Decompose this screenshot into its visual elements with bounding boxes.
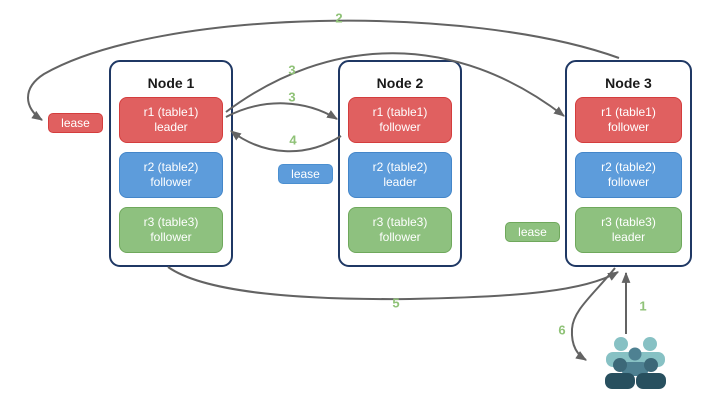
replica-name: r1 (table1) bbox=[372, 105, 428, 119]
replica-role: follower bbox=[607, 175, 650, 189]
replica-name: r1 (table1) bbox=[143, 105, 199, 119]
node-3-title: Node 3 bbox=[605, 75, 652, 91]
step-label-5: 5 bbox=[392, 295, 400, 311]
replica-name: r2 (table2) bbox=[601, 160, 656, 174]
step-label-1: 1 bbox=[639, 298, 647, 314]
replica-name: r3 (table3) bbox=[143, 215, 199, 229]
users-icon bbox=[605, 337, 666, 389]
node-3-replica-r1: r1 (table1) follower bbox=[575, 97, 682, 143]
replica-role: leader bbox=[383, 175, 417, 189]
replica-name: r1 (table1) bbox=[601, 105, 656, 119]
arrow-step-3-to-node2 bbox=[225, 102, 338, 120]
lease-label-red: lease bbox=[48, 113, 103, 133]
step-label-3a: 3 bbox=[288, 62, 296, 78]
node-1-replica-r2: r2 (table2) follower bbox=[119, 152, 223, 198]
node-1-replica-r3: r3 (table3) follower bbox=[119, 207, 223, 253]
arrow-step-5 bbox=[167, 266, 619, 301]
node-2-replica-r3: r3 (table3) follower bbox=[348, 207, 452, 253]
node-1-card: Node 1 r1 (table1) leader r2 (table2) fo… bbox=[109, 60, 233, 267]
replica-name: r3 (table3) bbox=[601, 215, 656, 229]
lease-label-green: lease bbox=[505, 222, 560, 242]
arrow-step-4 bbox=[230, 130, 342, 153]
step-label-6: 6 bbox=[558, 322, 566, 338]
step-label-2: 2 bbox=[335, 10, 343, 26]
node-2-replica-r2: r2 (table2) leader bbox=[348, 152, 452, 198]
step-label-4: 4 bbox=[289, 132, 297, 148]
replica-name: r2 (table2) bbox=[372, 160, 428, 174]
arrow-step-6 bbox=[570, 267, 616, 361]
node-3-card: Node 3 r1 (table1) follower r2 (table2) … bbox=[565, 60, 692, 267]
replica-role: follower bbox=[150, 230, 192, 244]
node-2-card: Node 2 r1 (table1) follower r2 (table2) … bbox=[338, 60, 462, 267]
node-2-replica-r1: r1 (table1) follower bbox=[348, 97, 452, 143]
node-2-title: Node 2 bbox=[376, 75, 424, 91]
replica-role: follower bbox=[379, 230, 421, 244]
node-3-replica-r3: r3 (table3) leader bbox=[575, 207, 682, 253]
step-label-3b: 3 bbox=[288, 89, 296, 105]
replica-role: leader bbox=[154, 120, 188, 134]
node-1-replica-r1: r1 (table1) leader bbox=[119, 97, 223, 143]
replica-role: leader bbox=[611, 230, 646, 244]
replica-role: follower bbox=[150, 175, 192, 189]
replica-name: r2 (table2) bbox=[143, 160, 199, 174]
replica-role: follower bbox=[607, 120, 650, 134]
lease-label-blue: lease bbox=[278, 164, 333, 184]
node-1-title: Node 1 bbox=[147, 75, 195, 91]
node-3-replica-r2: r2 (table2) follower bbox=[575, 152, 682, 198]
replica-name: r3 (table3) bbox=[372, 215, 428, 229]
replica-role: follower bbox=[379, 120, 421, 134]
